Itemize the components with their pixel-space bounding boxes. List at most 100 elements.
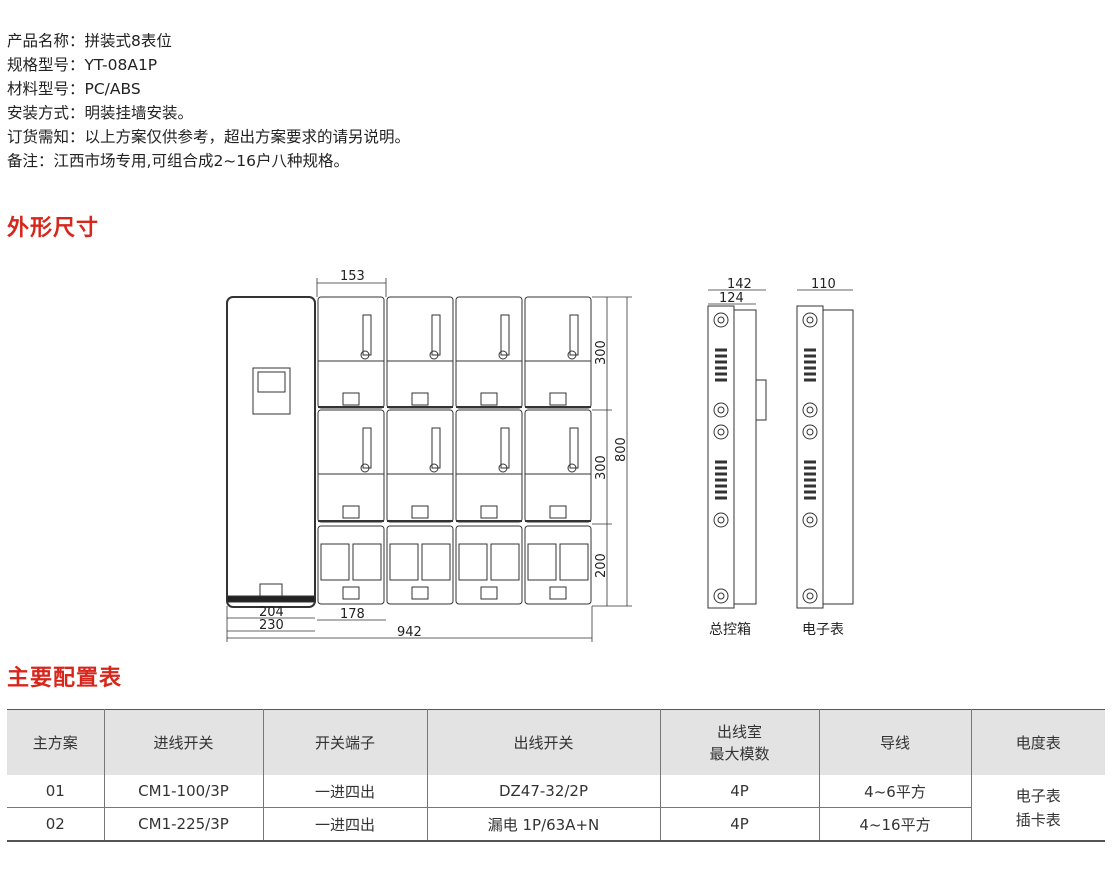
meter-clip <box>500 427 510 469</box>
meter-cell <box>524 296 592 409</box>
spec-item: 订货需知：以上方案仅供参考，超出方案要求的请另说明。 <box>7 128 411 146</box>
label-meter-box: 电子表 <box>802 622 844 638</box>
bolt-icon <box>717 406 725 414</box>
col-header: 导线 <box>818 709 971 775</box>
terminal-icon <box>549 505 567 519</box>
control-box-base <box>226 595 316 603</box>
bolt-icon <box>713 424 729 440</box>
terminal-icon <box>480 392 498 406</box>
bolt-icon <box>806 316 814 324</box>
breaker-icon <box>527 543 557 581</box>
spec-item: 安装方式：明装挂墙安装。 <box>7 104 194 122</box>
meter-cell <box>317 409 385 523</box>
breaker-icon <box>421 543 451 581</box>
bolt-icon <box>802 402 818 418</box>
col-header: 主方案 <box>7 709 104 775</box>
dim-124: 124 <box>719 291 744 306</box>
meter-clip <box>569 427 579 469</box>
table-row: 01 CM1-100/3P 一进四出 DZ47-32/2P 4P 4~6平方 电… <box>7 775 1105 842</box>
dim-200: 200 <box>594 553 609 578</box>
cell: CM1-225/3P <box>103 807 263 842</box>
breaker-cell <box>386 525 454 605</box>
control-box <box>226 296 316 608</box>
meter-clip <box>431 314 441 356</box>
meter-clip <box>569 314 579 356</box>
col-header: 开关端子 <box>262 709 427 775</box>
cell: DZ47-32/2P <box>426 775 660 808</box>
config-table: 主方案 进线开关 开关端子 出线开关 出线室最大模数 导线 电度表 01 CM1… <box>7 709 1105 842</box>
col-header: 出线室最大模数 <box>659 709 819 775</box>
spec-list: 产品名称：拼装式8表位 规格型号：YT-08A1P 材料型号：PC/ABS 安装… <box>7 29 410 173</box>
cell: 一进四出 <box>262 807 427 842</box>
breaker-cell <box>317 525 385 605</box>
dim-153: 153 <box>340 269 365 284</box>
breaker-icon <box>490 543 520 581</box>
spec-item: 产品名称：拼装式8表位 <box>7 32 172 50</box>
dim-942: 942 <box>397 625 422 640</box>
bolt-icon <box>806 406 814 414</box>
bolt-icon <box>713 312 729 328</box>
meter-screw-icon <box>498 463 508 473</box>
bolt-icon <box>802 588 818 604</box>
bolt-icon <box>802 424 818 440</box>
breaker-icon <box>389 543 419 581</box>
bolt-icon <box>713 588 729 604</box>
terminal-icon <box>411 586 429 600</box>
dim-110: 110 <box>811 277 836 292</box>
breaker-icon <box>352 543 382 581</box>
terminal-icon <box>549 392 567 406</box>
meter-clip <box>500 314 510 356</box>
terminal-icon <box>480 505 498 519</box>
meter-cell <box>386 296 454 409</box>
bolt-icon <box>806 516 814 524</box>
meter-screw-icon <box>429 350 439 360</box>
spec-item: 材料型号：PC/ABS <box>7 80 141 98</box>
bolt-icon <box>717 316 725 324</box>
cell: 4~6平方 <box>818 775 971 808</box>
terminal-icon <box>411 505 429 519</box>
breaker-icon <box>559 543 589 581</box>
terminal-icon <box>480 586 498 600</box>
terminal-icon <box>342 505 360 519</box>
cell: 02 <box>7 807 104 842</box>
spec-item: 备注：江西市场专用,可组合成2~16户八种规格。 <box>7 152 350 170</box>
bolt-icon <box>802 512 818 528</box>
meter-screw-icon <box>429 463 439 473</box>
meter-clip <box>362 314 372 356</box>
meter-cell <box>455 296 523 409</box>
table-header-row: 主方案 进线开关 开关端子 出线开关 出线室最大模数 导线 电度表 <box>7 709 1105 775</box>
breaker-icon <box>458 543 488 581</box>
dim-300-top: 300 <box>594 340 609 365</box>
dim-178: 178 <box>340 607 365 622</box>
meter-cell <box>317 296 385 409</box>
section-title-dimensions: 外形尺寸 <box>7 216 100 241</box>
terminal-icon <box>549 586 567 600</box>
terminal-icon <box>342 392 360 406</box>
main-switch <box>252 367 291 415</box>
col-header: 出线开关 <box>426 709 660 775</box>
bolt-icon <box>806 428 814 436</box>
cell-meter-type: 电子表插卡表 <box>970 775 1105 842</box>
breaker-icon <box>320 543 350 581</box>
bolt-icon <box>717 516 725 524</box>
dim-800: 800 <box>614 437 629 462</box>
terminal-icon <box>342 586 360 600</box>
cell: 4P <box>659 775 819 808</box>
section-title-config: 主要配置表 <box>7 666 123 691</box>
cell: 漏电 1P/63A+N <box>426 807 660 842</box>
switch-window <box>257 371 286 393</box>
dimension-drawing: 153 300 300 800 200 204 230 178 942 142 … <box>226 269 854 642</box>
cell: 4P <box>659 807 819 842</box>
dim-142: 142 <box>727 277 752 292</box>
meter-cell <box>524 409 592 523</box>
bolt-icon <box>802 312 818 328</box>
bolt-icon <box>713 402 729 418</box>
meter-clip <box>362 427 372 469</box>
meter-grid <box>317 296 592 605</box>
breaker-cell <box>524 525 592 605</box>
cell: 4~16平方 <box>818 807 971 842</box>
meter-screw-icon <box>567 463 577 473</box>
meter-clip <box>431 427 441 469</box>
cell: 01 <box>7 775 104 808</box>
